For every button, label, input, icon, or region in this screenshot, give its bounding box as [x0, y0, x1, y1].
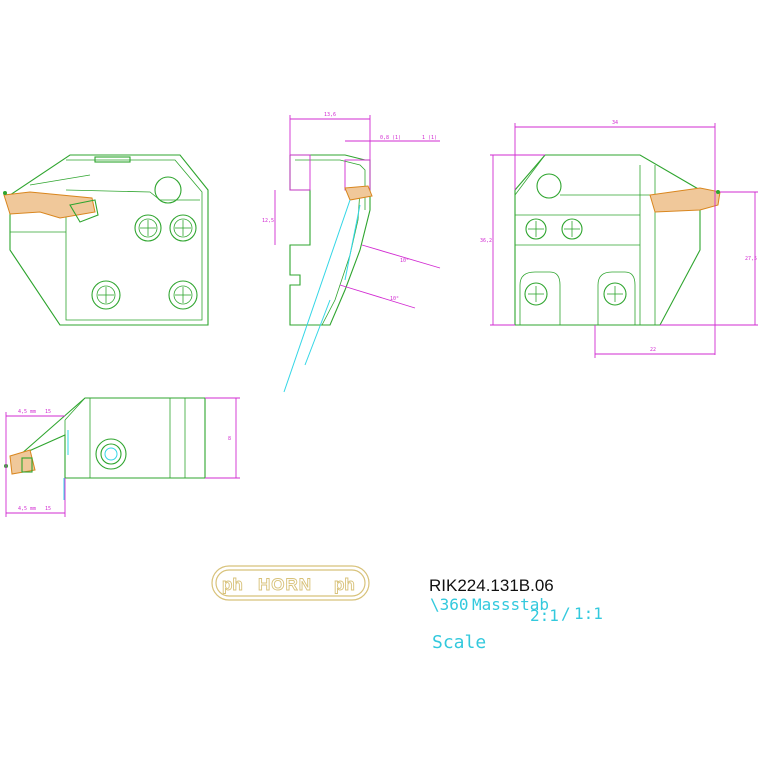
left-view-insert-clamp [69, 199, 99, 223]
left-view-insert [3, 191, 96, 219]
logo-mark-right: ph [334, 575, 355, 594]
bottom-dim-top-text-b: 15 [45, 409, 51, 415]
part-number: RIK224.131B.06 [429, 576, 554, 595]
front-view-tip-marker [716, 190, 720, 194]
side-dim-ang1-text: 10° [400, 258, 409, 264]
front-view-screw-3 [524, 282, 548, 306]
front-dim-top-text: 34 [612, 120, 618, 126]
bottom-view-chamfer [64, 397, 86, 421]
side-dim-m-text: 1 (1) [422, 135, 437, 141]
bottom-view-screw-inner [100, 443, 122, 465]
left-view-diag [29, 174, 91, 186]
front-view-screw-1 [525, 218, 547, 240]
side-dim-ang2-line [339, 284, 416, 309]
front-dim-right-text: 27,5 [745, 256, 757, 262]
front-view-chamfer [514, 154, 546, 196]
front-view-screw-2 [561, 218, 583, 240]
bottom-view: 4,5 mm 15 4,5 mm 15 8 [4, 397, 240, 517]
side-dim-ang2-text: 10° [390, 296, 399, 302]
scale-ratio-2: 1:1 [574, 604, 603, 623]
front-view-pocket-2 [597, 271, 636, 325]
front-view: 34 36,2 27,5 22 [480, 120, 758, 358]
side-view-inner [295, 159, 366, 210]
left-view-screw-2 [169, 214, 197, 242]
logo-mark-left: ph [222, 575, 243, 594]
side-view: 13,6 0,8 (1) 1 (1) 12,5 10° 10° [262, 112, 441, 393]
side-view-outline [289, 154, 371, 326]
left-view [3, 154, 209, 326]
left-view-screw-1 [134, 214, 162, 242]
left-view-clamp-hole [154, 176, 182, 204]
left-view-top-slot [94, 156, 131, 163]
bottom-dim-bot-text: 4,5 mm [18, 506, 36, 512]
horn-logo: ph HORN ph [211, 565, 370, 601]
side-view-centerline-2 [304, 299, 331, 366]
logo-outer-frame [211, 565, 370, 601]
side-dim-ang1-line [361, 244, 441, 269]
front-view-clamp-hole [536, 173, 562, 199]
front-view-pocket-1 [519, 271, 561, 325]
front-dim-left-text: 36,2 [480, 238, 492, 244]
scale-separator: / [561, 604, 571, 623]
side-view-slot [289, 154, 311, 191]
left-view-slope [9, 249, 61, 326]
side-view-insert [344, 185, 373, 201]
logo-inner-frame [215, 569, 366, 597]
bottom-view-screw-core [104, 447, 118, 461]
left-view-tip-marker [3, 191, 7, 195]
scale-label: Scale [432, 632, 486, 653]
side-dim-top-text: 13,6 [324, 112, 336, 118]
side-dim-left-text: 12,5 [262, 218, 274, 224]
logo-text: HORN [258, 575, 312, 594]
side-view-centerline-3 [344, 204, 361, 281]
left-view-screw-3 [91, 280, 121, 310]
bottom-dim-bot-text-b: 15 [45, 506, 51, 512]
bottom-dim-top-text: 4,5 mm [18, 409, 36, 415]
left-view-screw-4 [168, 280, 198, 310]
side-dim-small-text: 0,8 (1) [380, 135, 401, 141]
front-view-screw-4 [603, 282, 627, 306]
front-dim-bottom-text: 22 [650, 347, 656, 353]
left-view-inner-outline [65, 159, 203, 321]
bottom-view-screw-outer [95, 438, 127, 470]
scale-ratio-1: 2:1 [530, 606, 559, 625]
left-view-clamp-line [65, 189, 200, 201]
title-block: RIK224.131B.06 \360 Massstab 2:1 / 1:1 S… [429, 576, 603, 653]
side-view-centerline-1 [283, 199, 351, 393]
bottom-view-insert-seat [21, 457, 33, 473]
scale-prefix: \360 [430, 595, 469, 614]
front-view-insert [649, 187, 721, 213]
scale-word: Massstab [472, 595, 549, 614]
front-view-outline [514, 154, 701, 326]
bottom-dim-right-text: 8 [228, 436, 231, 442]
